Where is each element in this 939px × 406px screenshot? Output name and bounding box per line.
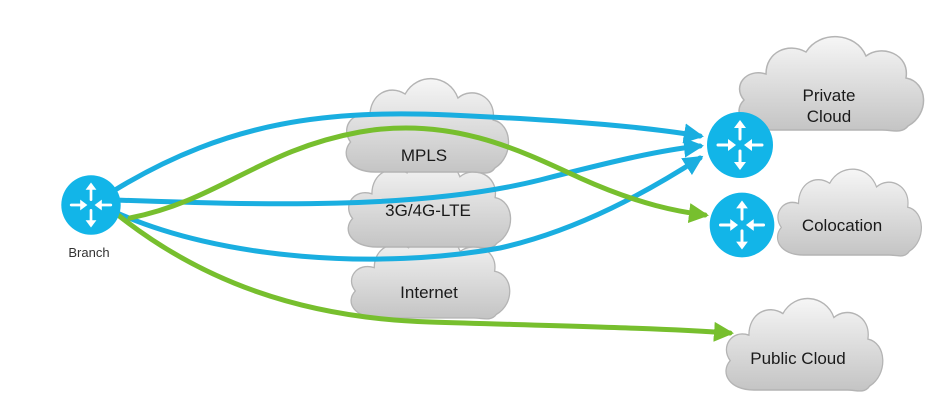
branch-router-icon [59, 173, 123, 237]
cloud-colocation [776, 168, 923, 257]
path-branch-colocation [127, 125, 709, 224]
path-branch-private-mpls [112, 111, 704, 193]
colocation-label: Colocation [802, 216, 882, 235]
path-branch-private-internet [112, 155, 704, 262]
path-branch-private-lte [112, 137, 704, 207]
public-cloud-label: Public Cloud [750, 349, 845, 368]
mpls-label: MPLS [401, 146, 447, 165]
private-cloud-label-line2: Cloud [807, 107, 851, 126]
path-branch-public-cloud [115, 212, 734, 342]
branch-label: Branch [68, 245, 109, 260]
paths [112, 111, 734, 342]
lte-label: 3G/4G-LTE [385, 201, 471, 220]
internet-label: Internet [400, 283, 458, 302]
colocation-router-icon [708, 191, 776, 259]
private-cloud-label-line1: Private [803, 86, 856, 105]
cloud-public [725, 297, 884, 392]
private-cloud-router-icon [705, 110, 775, 180]
